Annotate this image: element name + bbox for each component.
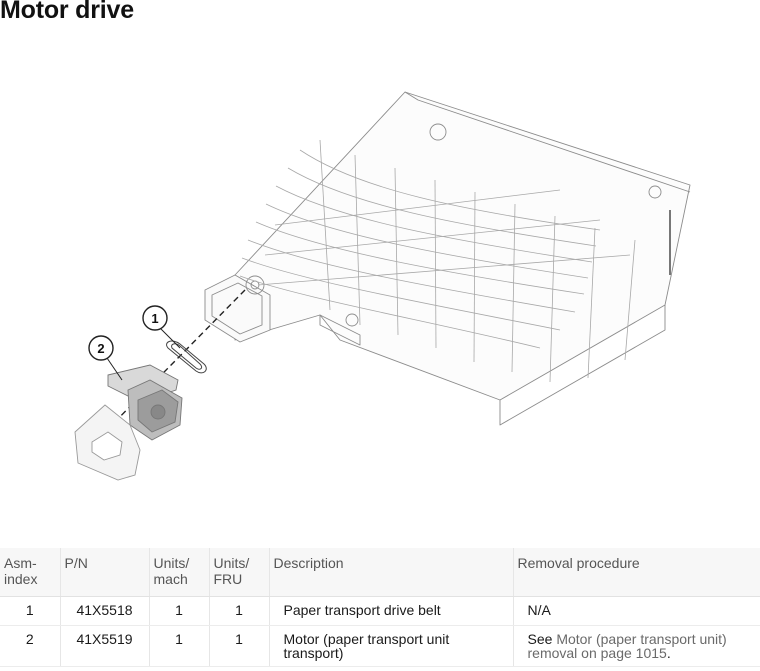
header-description: Description: [268, 548, 513, 597]
cell-description: Motor (paper transport unit transport): [268, 625, 513, 667]
table-row: 1 41X5518 1 1 Paper transport drive belt…: [0, 596, 760, 626]
drive-belt: [166, 340, 207, 374]
callout-1-label: 1: [151, 311, 158, 326]
cell-units-mach: 1: [148, 596, 209, 626]
removal-procedure-link[interactable]: Motor (paper transport unit) removal on …: [527, 631, 727, 661]
header-units-mach: Units/ mach: [148, 548, 209, 597]
table-row: 2 41X5519 1 1 Motor (paper transport uni…: [0, 625, 760, 667]
header-removal-procedure: Removal procedure: [512, 548, 760, 597]
callout-1: 1: [142, 305, 181, 349]
exploded-view-illustration: 1 2: [74, 91, 691, 481]
motor-bracket: [107, 364, 183, 441]
mounting-plate: [74, 404, 141, 481]
cell-description: Paper transport drive belt: [268, 596, 513, 626]
page-title: Motor drive: [0, 0, 134, 24]
header-asm-index: Asm- index: [0, 548, 60, 597]
parts-table: Asm- index P/N Units/ mach Units/ FRU De…: [0, 548, 760, 667]
cell-asm-index: 2: [0, 625, 60, 667]
callout-2-label: 2: [97, 341, 104, 356]
guide-ribs: [239, 139, 636, 383]
assembly-line: [101, 289, 246, 436]
header-units-fru: Units/ FRU: [208, 548, 269, 597]
cell-units-mach: 1: [148, 625, 209, 667]
cell-units-fru: 1: [208, 625, 269, 667]
cell-pn: 41X5519: [59, 625, 149, 667]
callout-2: 2: [88, 335, 123, 381]
table-header-row: Asm- index P/N Units/ mach Units/ FRU De…: [0, 548, 760, 597]
header-pn: P/N: [59, 548, 149, 597]
cell-units-fru: 1: [208, 596, 269, 626]
cell-asm-index: 1: [0, 596, 60, 626]
cell-pn: 41X5518: [59, 596, 149, 626]
removal-suffix: .: [666, 645, 671, 661]
cell-removal-procedure: See Motor (paper transport unit) removal…: [512, 625, 760, 667]
removal-text: N/A: [527, 602, 551, 618]
cell-removal-procedure: N/A: [512, 596, 760, 626]
removal-prefix: See: [527, 631, 557, 647]
paper-transport-unit: [204, 91, 691, 426]
